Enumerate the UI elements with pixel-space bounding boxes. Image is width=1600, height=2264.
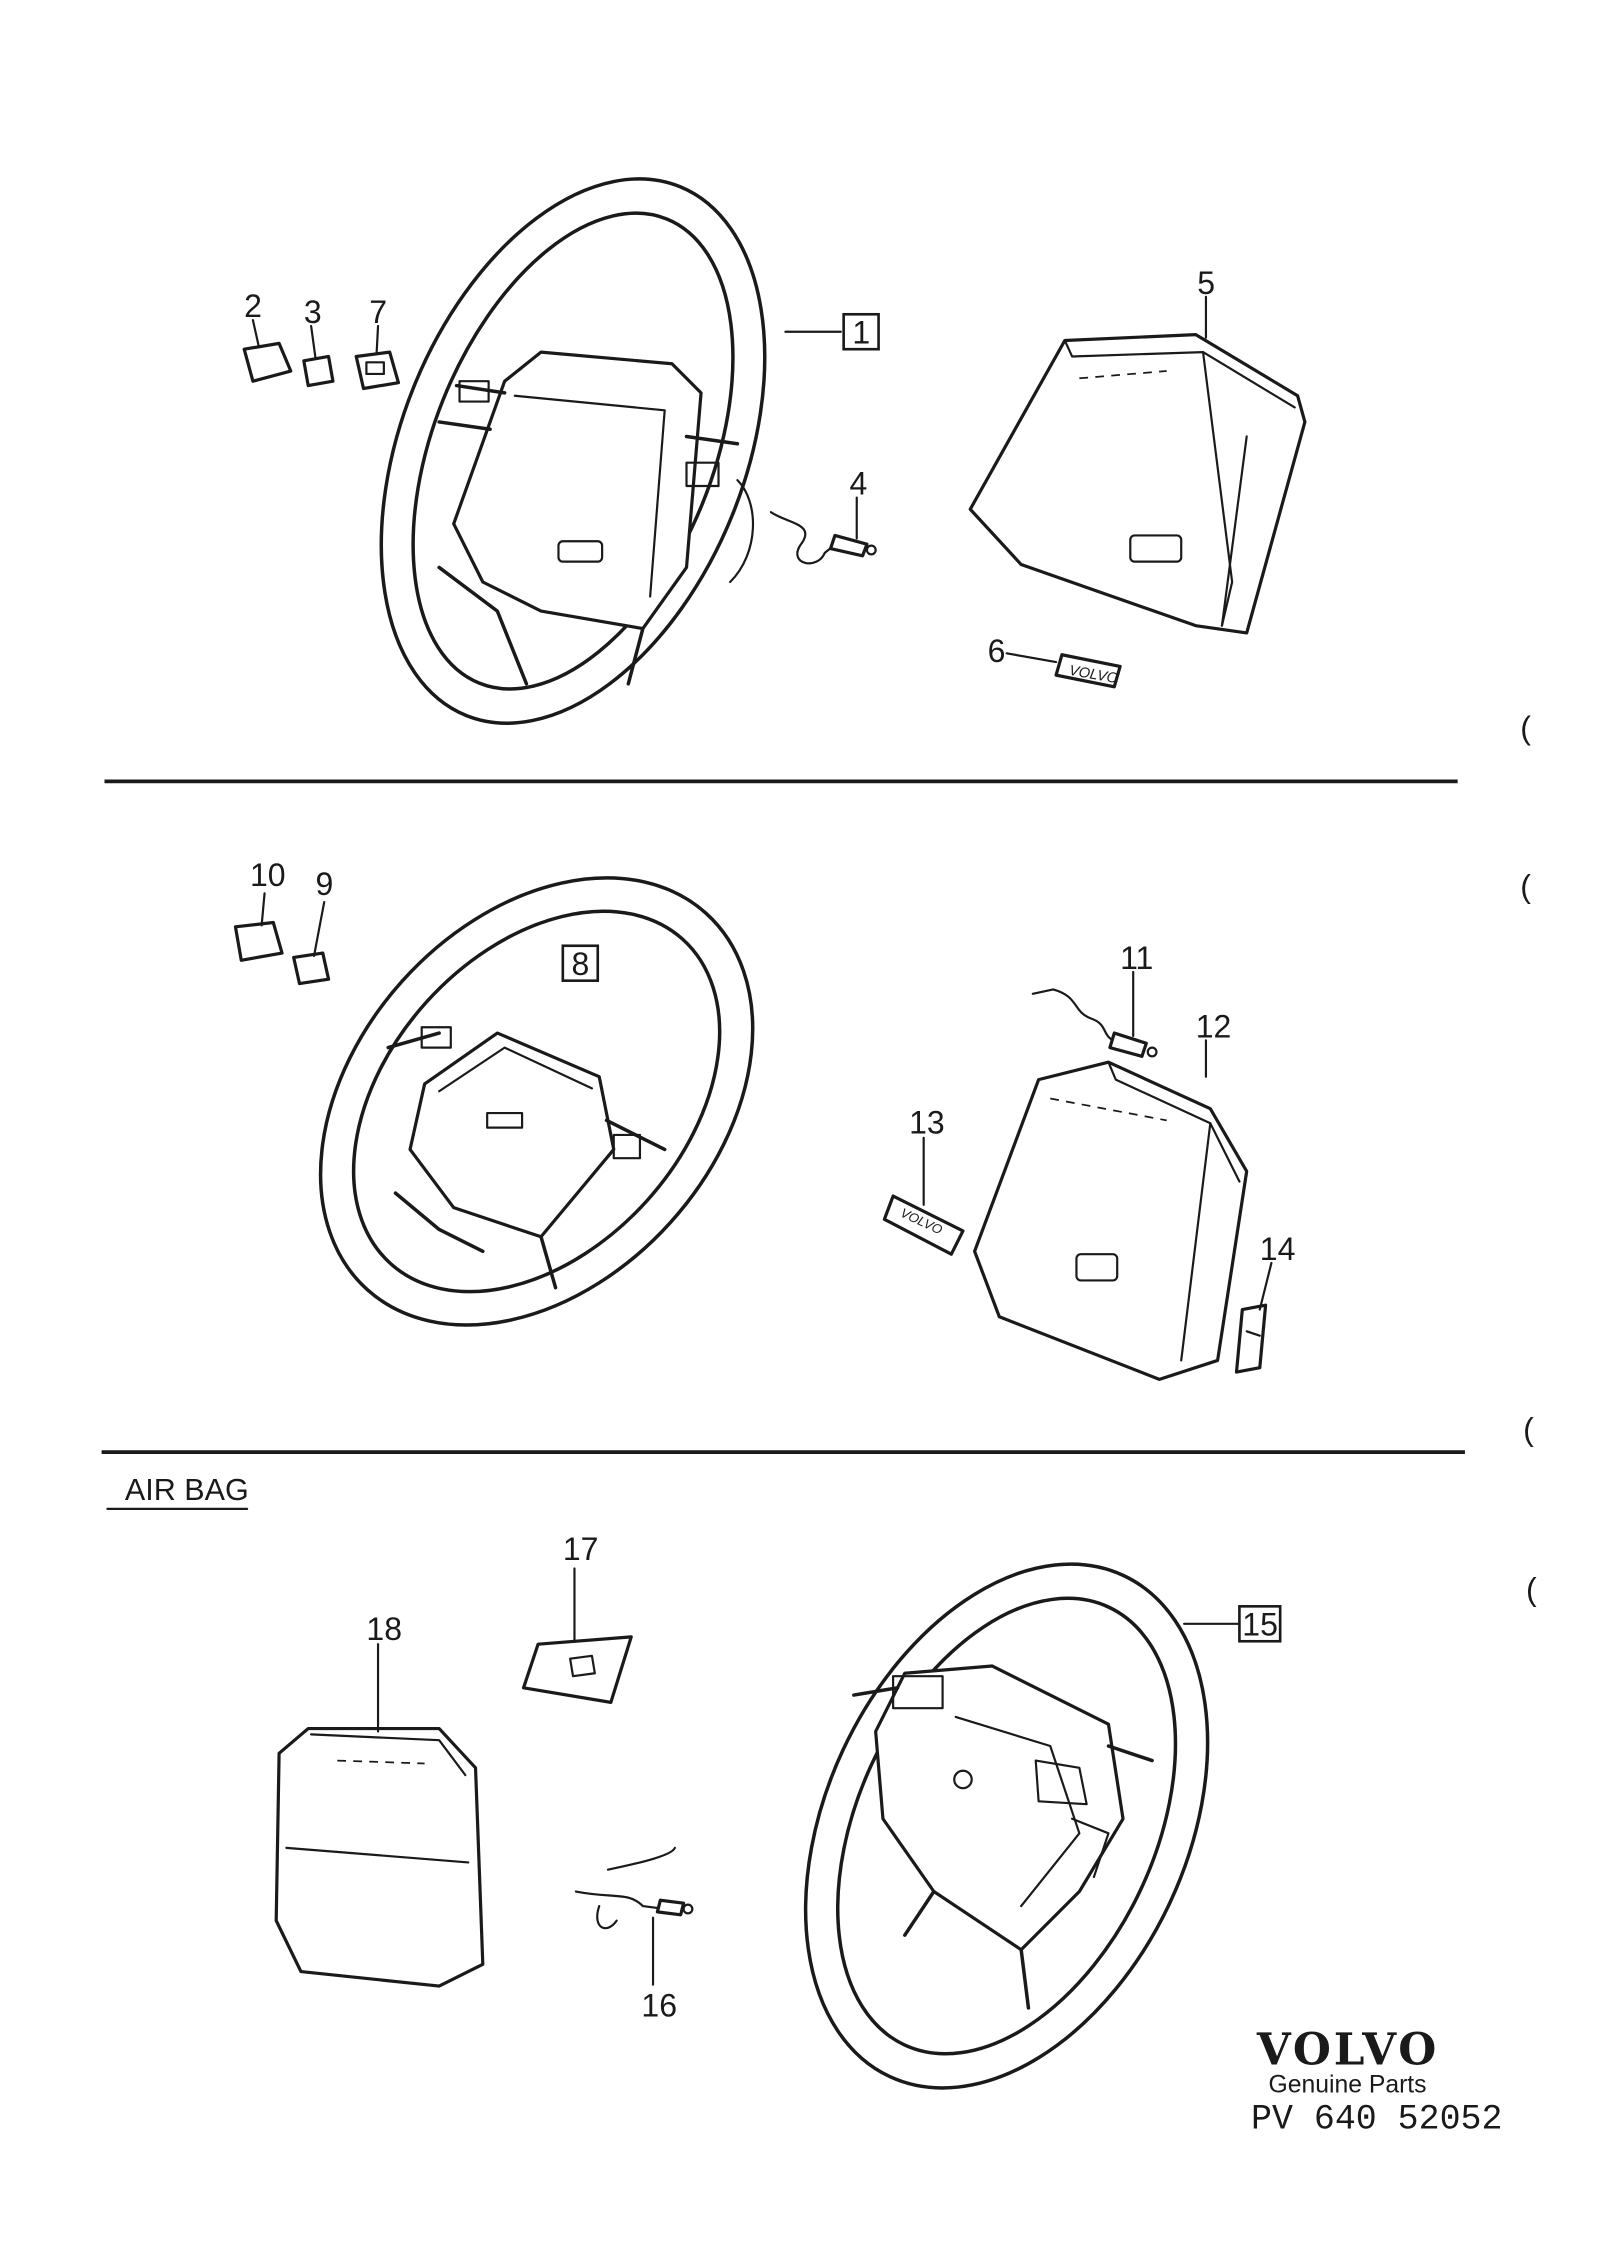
part-14-bracket [1234,1303,1268,1374]
part-2-button [242,341,293,383]
part-17-horn-plate [521,1635,633,1704]
part-5-horn-pad [968,333,1307,635]
callout-1-box [842,312,880,351]
callout-8: 8 [572,946,590,982]
callout-7: 7 [369,294,387,330]
section-label: AIR BAG [125,1473,249,1507]
diagram-code: PV 640 52052 [1251,2101,1502,2140]
callout-5: 5 [1197,265,1215,301]
callout-15-box [1238,1605,1282,1643]
margin-mark: ( [1520,710,1531,746]
part-18-airbag-module [274,1726,485,1988]
margin-mark: ( [1523,1411,1534,1447]
callout-8-box [561,944,600,982]
part-11-cable [1031,988,1158,1058]
callout-6: 6 [988,633,1006,669]
part-3-clip [302,354,335,388]
part-9-clip [292,951,331,986]
part-16-cable [574,1846,694,1930]
leader-lines-3 [376,1567,1241,1986]
callout-14: 14 [1260,1231,1296,1267]
callout-13: 13 [909,1104,945,1140]
part-4-cable [769,511,877,565]
margin-mark: ( [1520,869,1531,905]
callout-11: 11 [1120,940,1153,976]
steering-wheel-1 [379,177,767,725]
margin-mark: ( [1526,1572,1537,1608]
callout-3: 3 [304,294,322,330]
part-7-switch [354,350,401,391]
callout-9: 9 [315,866,333,902]
callout-10: 10 [250,857,286,893]
part-12-horn-pad [973,1060,1249,1381]
callout-16: 16 [641,1988,677,2024]
part-10-button [233,920,284,962]
callout-1: 1 [852,314,870,350]
part-6-emblem: VOLVO [1054,653,1122,689]
callout-4: 4 [849,466,867,502]
callout-18: 18 [366,1611,402,1647]
leader-lines-2 [260,892,1273,1311]
leader-lines-1 [251,295,1208,664]
steering-wheel-15 [803,1562,1210,2090]
genuine-parts-label: Genuine Parts [1269,2071,1427,2098]
callout-15: 15 [1242,1606,1278,1642]
callout-12: 12 [1196,1008,1232,1044]
callout-17: 17 [563,1531,599,1567]
callout-2: 2 [244,288,262,324]
steering-wheel-8 [318,876,755,1327]
volvo-logo: VOLVO [1256,2025,1439,2076]
